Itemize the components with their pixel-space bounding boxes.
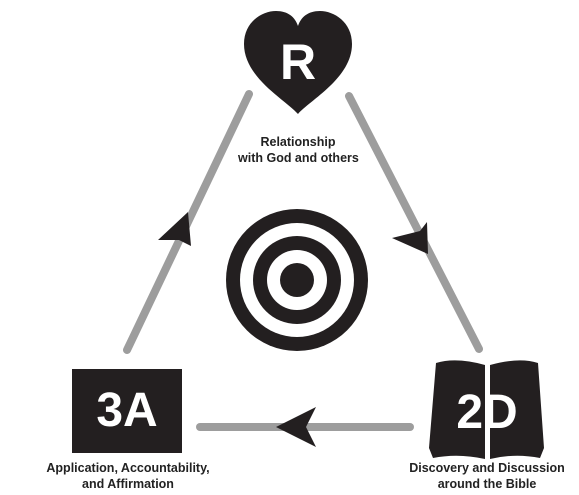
discovery-caption: Discovery and Discussion around the Bibl… <box>399 460 575 492</box>
application-caption: Application, Accountability, and Affirma… <box>30 460 226 492</box>
arrow-down-right-icon <box>392 222 428 254</box>
connector-right <box>345 92 483 353</box>
discovery-letters: 2D <box>456 386 517 439</box>
application-caption-line-2: and Affirmation <box>82 477 174 491</box>
open-book-icon <box>429 360 544 459</box>
relationship-caption-line-2: with God and others <box>238 151 359 165</box>
application-letters: 3A <box>96 384 157 437</box>
discovery-caption-line-1: Discovery and Discussion <box>409 461 565 475</box>
arrow-left-icon <box>276 407 316 447</box>
application-block <box>72 369 182 453</box>
heart-letter: R <box>280 34 316 90</box>
relationship-caption: Relationship with God and others <box>238 134 359 166</box>
heart-icon <box>244 11 352 114</box>
relationship-caption-line-1: Relationship <box>260 135 336 149</box>
target-icon <box>226 209 368 351</box>
discovery-caption-line-2: around the Bible <box>437 477 537 491</box>
arrow-up-left-icon <box>158 212 191 246</box>
application-caption-line-1: Application, Accountability, <box>46 461 210 475</box>
